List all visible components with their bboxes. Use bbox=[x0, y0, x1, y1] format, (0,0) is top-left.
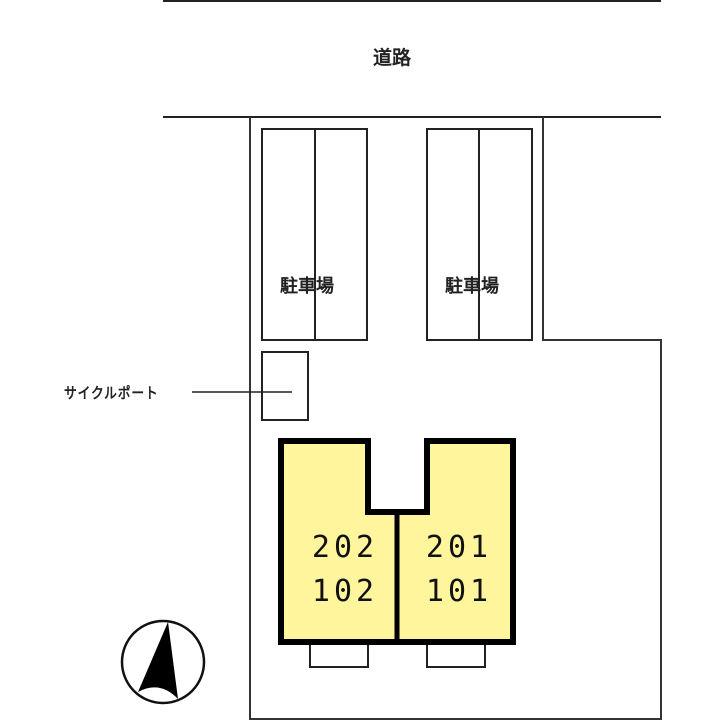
parking-area-left bbox=[261, 128, 368, 341]
parking-label-left: 駐車場 bbox=[280, 276, 334, 297]
road-label: 道路 bbox=[373, 47, 412, 69]
parking-label-right: 駐車場 bbox=[445, 276, 499, 297]
entrance-step-right bbox=[426, 645, 486, 668]
unit-number: 102 bbox=[311, 574, 379, 609]
lot-boundary bbox=[249, 117, 662, 720]
unit-number: 101 bbox=[425, 574, 493, 609]
parking-area-right bbox=[426, 128, 533, 341]
north-arrow-icon bbox=[120, 619, 206, 705]
unit-left: 202 102 bbox=[300, 526, 390, 614]
unit-number: 201 bbox=[425, 530, 493, 565]
cycle-port-label: サイクルポート bbox=[64, 384, 159, 402]
unit-number: 202 bbox=[311, 530, 379, 565]
unit-right: 201 101 bbox=[414, 526, 504, 614]
entrance-step-left bbox=[309, 645, 369, 668]
cycle-port bbox=[261, 351, 309, 421]
